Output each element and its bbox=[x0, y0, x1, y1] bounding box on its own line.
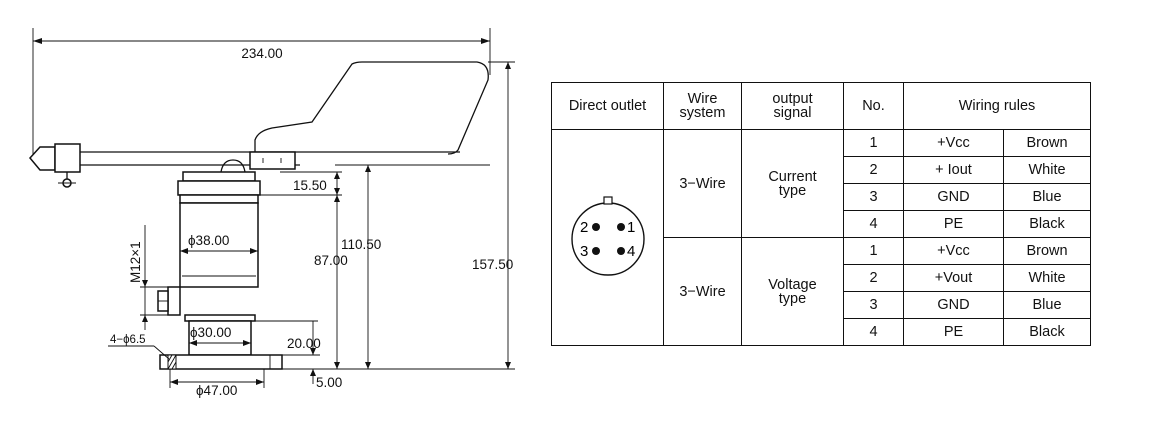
top-to-base-dimension: 110.50 bbox=[341, 165, 381, 369]
wiring-table: Direct outlet Wire system output signal … bbox=[551, 82, 1092, 346]
pin-4-dot bbox=[616, 246, 625, 255]
base-thickness-dimension: 5.00 bbox=[310, 369, 342, 390]
thread-label: M12×1 bbox=[128, 241, 143, 283]
counterweight bbox=[29, 143, 81, 188]
body-diameter-label: ϕ38.00 bbox=[188, 233, 229, 248]
table-header-row: Direct outlet Wire system output signal … bbox=[551, 82, 1092, 130]
wind-vane-fin bbox=[254, 61, 489, 155]
neck-diameter-dimension: ϕ30.00 bbox=[189, 325, 251, 346]
pin-signal-cell: GND bbox=[903, 183, 1004, 211]
pin-no-cell: 1 bbox=[843, 237, 904, 265]
table-row: 3−Wire Voltage type 1 +Vcc Brown bbox=[552, 237, 1092, 346]
pin-2-label: 2 bbox=[580, 219, 588, 236]
wire-color-cell: Blue bbox=[1002, 291, 1092, 319]
pin-1-label: 1 bbox=[627, 219, 635, 236]
header-no: No. bbox=[843, 82, 904, 130]
table-row: 2 +Vout White bbox=[552, 264, 1092, 292]
header-output-signal: output signal bbox=[741, 82, 844, 130]
pin-signal-cell: +Vcc bbox=[903, 237, 1004, 265]
wire-system-cell: 3−Wire bbox=[663, 129, 742, 238]
wire-color-cell: White bbox=[1002, 156, 1092, 184]
total-height-label: 157.50 bbox=[472, 257, 513, 272]
top-to-base-label: 110.50 bbox=[341, 237, 381, 252]
pin-signal-cell: +Vcc bbox=[903, 129, 1004, 157]
sensor-body bbox=[177, 171, 261, 288]
table-row: 2 + Iout White bbox=[552, 156, 1092, 184]
overall-length-label: 234.00 bbox=[241, 46, 282, 61]
pin-no-cell: 2 bbox=[843, 264, 904, 292]
overall-length-dimension: 234.00 bbox=[32, 28, 491, 155]
pin-4-label: 4 bbox=[627, 243, 635, 260]
connector-plug bbox=[157, 286, 181, 316]
pin-no-cell: 4 bbox=[843, 210, 904, 238]
output-signal-cell: Voltage type bbox=[741, 237, 844, 346]
table-row: 4 PE Black bbox=[552, 210, 1092, 238]
pin-3-dot bbox=[591, 246, 600, 255]
base-thickness-label: 5.00 bbox=[316, 375, 342, 390]
pin-no-cell: 2 bbox=[843, 156, 904, 184]
neck-diameter-label: ϕ30.00 bbox=[190, 325, 231, 340]
flange-thickness-label: 20.00 bbox=[287, 336, 321, 351]
pivot-bracket bbox=[249, 151, 296, 170]
pin-no-cell: 3 bbox=[843, 183, 904, 211]
pin-signal-cell: +Vout bbox=[903, 264, 1004, 292]
pin-3-label: 3 bbox=[580, 243, 588, 260]
wire-color-cell: Blue bbox=[1002, 183, 1092, 211]
base-diameter-label: ϕ47.00 bbox=[196, 383, 237, 398]
wire-color-cell: Brown bbox=[1002, 237, 1092, 265]
base-diameter-dimension: ϕ47.00 bbox=[169, 369, 265, 398]
connector-pinout-cell: 1 2 3 4 bbox=[551, 129, 664, 346]
flange-thickness-dimension: 20.00 bbox=[251, 320, 321, 355]
pin-no-cell: 4 bbox=[843, 318, 904, 346]
wire-system-cell: 3−Wire bbox=[663, 237, 742, 346]
header-wire-system: Wire system bbox=[663, 82, 742, 130]
table-row: 3 GND Blue bbox=[552, 291, 1092, 319]
total-height-dimension: 157.50 bbox=[472, 61, 515, 369]
wire-color-cell: Black bbox=[1002, 318, 1092, 346]
tube-offset-dimension: 15.50 bbox=[260, 171, 342, 196]
pin-signal-cell: PE bbox=[903, 210, 1004, 238]
wire-color-cell: White bbox=[1002, 264, 1092, 292]
table-row: 3 GND Blue bbox=[552, 183, 1092, 211]
wire-color-cell: Brown bbox=[1002, 129, 1092, 157]
header-direct-outlet: Direct outlet bbox=[551, 82, 664, 130]
connector-pinout-icon: 1 2 3 4 bbox=[570, 195, 645, 276]
mount-holes-callout: 4−ϕ6.5 bbox=[108, 334, 170, 360]
body-height-label: 87.00 bbox=[314, 253, 348, 268]
tube-offset-label: 15.50 bbox=[293, 178, 327, 193]
thread-dimension: M12×1 bbox=[128, 225, 170, 330]
pin-2-dot bbox=[591, 222, 600, 231]
table-row: 4 PE Black bbox=[552, 318, 1092, 346]
pin-no-cell: 3 bbox=[843, 291, 904, 319]
pin-no-cell: 1 bbox=[843, 129, 904, 157]
pin-signal-cell: PE bbox=[903, 318, 1004, 346]
pin-1-dot bbox=[616, 222, 625, 231]
pin-signal-cell: + Iout bbox=[903, 156, 1004, 184]
mount-holes-label: 4−ϕ6.5 bbox=[110, 334, 146, 346]
wire-color-cell: Black bbox=[1002, 210, 1092, 238]
header-wiring-rules: Wiring rules bbox=[902, 82, 1092, 130]
body-diameter-dimension: ϕ38.00 bbox=[180, 233, 258, 254]
output-signal-cell: Current type bbox=[741, 129, 844, 238]
body-height-dimension: 87.00 bbox=[314, 195, 348, 369]
technical-drawing: 234.00 bbox=[29, 28, 515, 398]
mounting-base bbox=[159, 314, 283, 370]
pin-signal-cell: GND bbox=[903, 291, 1004, 319]
table-row: 1 2 3 4 3−Wire Current type 1 +Vcc Brown bbox=[551, 129, 1092, 346]
